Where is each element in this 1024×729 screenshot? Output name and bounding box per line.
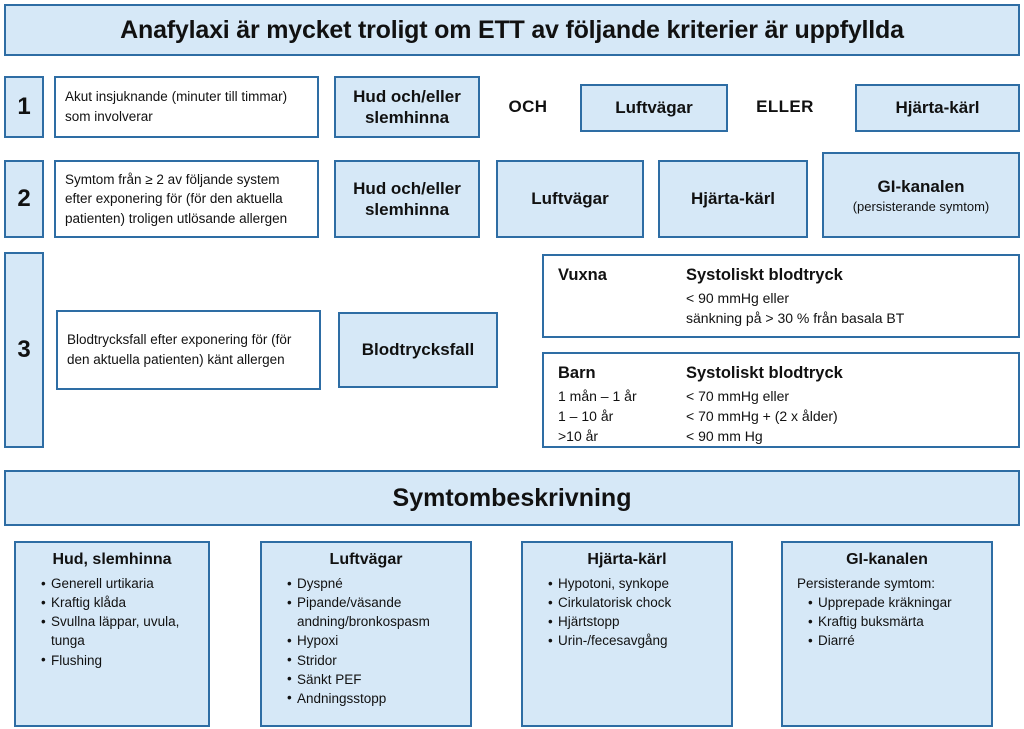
criterion-2-system-cardio-label: Hjärta-kärl — [690, 189, 776, 209]
criterion-2-description-text: Symtom från ≥ 2 av följande system efter… — [65, 171, 288, 226]
list-item: Sänkt PEF — [287, 669, 460, 689]
criterion-1-system-cardio-label: Hjärta-kärl — [895, 98, 980, 118]
blood-pressure-adults-row-1-value: sänkning på > 30 % från basala BT — [686, 310, 905, 327]
symptom-column-gi-list: Upprepade kräkningar Kraftig buksmärta D… — [793, 593, 981, 651]
blood-pressure-children-header-row: Barn Systoliskt blodtryck — [558, 362, 1004, 387]
criterion-2-system-skin: Hud och/eller slemhinna — [334, 160, 480, 238]
symptom-column-gi: GI-kanalen Persisterande symtom: Upprepa… — [781, 541, 993, 727]
criterion-2-system-gi-sublabel: (persisterande symtom) — [852, 198, 990, 214]
blood-pressure-children-row-1-age: 1 – 10 år — [558, 408, 614, 425]
list-item: Hypotoni, synkope — [548, 573, 721, 593]
criterion-2-system-cardio: Hjärta-kärl — [658, 160, 808, 238]
criterion-2-system-airway: Luftvägar — [496, 160, 644, 238]
criterion-3-system-bp-drop-label: Blodtrycksfall — [361, 340, 475, 360]
symptom-section-title: Symtombeskrivning — [392, 483, 632, 512]
criterion-2-number: 2 — [17, 185, 31, 212]
list-item: Cirkulatorisk chock — [548, 593, 721, 612]
criterion-2-system-gi-label: GI-kanalen — [877, 176, 965, 196]
criterion-1-system-skin: Hud och/eller slemhinna — [334, 76, 480, 138]
criterion-3-description-text: Blodtrycksfall efter exponering för (för… — [67, 332, 292, 367]
list-item: Diarré — [808, 631, 981, 650]
blood-pressure-children-row-2-value: < 90 mm Hg — [686, 428, 763, 445]
criterion-2-system-gi: GI-kanalen (persisterande symtom) — [822, 152, 1020, 238]
blood-pressure-children-row: 1 mån – 1 år < 70 mmHg eller — [558, 387, 1004, 407]
main-title-banner: Anafylaxi är mycket troligt om ETT av fö… — [4, 4, 1020, 56]
blood-pressure-adults-row-0-age — [558, 289, 686, 309]
criterion-2-system-skin-label: Hud och/eller slemhinna — [353, 178, 461, 219]
list-item: Kraftig klåda — [41, 593, 198, 612]
blood-pressure-children-group: Barn — [558, 364, 596, 382]
list-item: Generell urtikaria — [41, 573, 198, 593]
symptom-column-cardio-list: Hypotoni, synkope Cirkulatorisk chock Hj… — [533, 573, 721, 651]
blood-pressure-children-row-2-age: >10 år — [558, 428, 599, 445]
blood-pressure-children-row: >10 år < 90 mm Hg — [558, 427, 1004, 447]
criterion-1-system-cardio: Hjärta-kärl — [855, 84, 1020, 132]
list-item: Hjärtstopp — [548, 612, 721, 631]
criterion-1-number-tab: 1 — [4, 76, 44, 138]
list-item: Pipande/väsande andning/bronkospasm — [287, 593, 460, 631]
symptom-column-airway-list: Dyspné Pipande/väsande andning/bronkospa… — [272, 573, 460, 708]
blood-pressure-adults-row: sänkning på > 30 % från basala BT — [558, 309, 1004, 329]
blood-pressure-adults-box: Vuxna Systoliskt blodtryck < 90 mmHg ell… — [542, 254, 1020, 338]
symptom-column-gi-intro: Persisterande symtom: — [797, 576, 936, 591]
criterion-3-number-tab: 3 — [4, 252, 44, 448]
symptom-column-airway: Luftvägar Dyspné Pipande/väsande andning… — [260, 541, 472, 727]
blood-pressure-adults-row-1-age — [558, 309, 686, 329]
criterion-1-description-text: Akut insjuknande (minuter till timmar) s… — [65, 89, 288, 124]
criterion-2-system-airway-label: Luftvägar — [531, 189, 609, 209]
list-item: Kraftig buksmärta — [808, 612, 981, 631]
list-item: Andningsstopp — [287, 688, 460, 708]
criterion-3-system-bp-drop: Blodtrycksfall — [338, 312, 498, 388]
symptom-column-cardio-title: Hjärta-kärl — [587, 551, 667, 568]
blood-pressure-children-row-1-value: < 70 mmHg + (2 x ålder) — [686, 408, 838, 425]
symptom-column-gi-title: GI-kanalen — [846, 551, 928, 568]
criterion-1-connector-and-text: OCH — [508, 97, 548, 116]
blood-pressure-adults-row: < 90 mmHg eller — [558, 289, 1004, 309]
criterion-1-connector-and: OCH — [490, 76, 566, 138]
symptom-column-skin-list: Generell urtikaria Kraftig klåda Svullna… — [26, 573, 198, 670]
list-item: Svullna läppar, uvula, tunga — [41, 612, 198, 650]
list-item: Stridor — [287, 650, 460, 670]
list-item: Urin-/fecesavgång — [548, 631, 721, 650]
symptom-column-cardio: Hjärta-kärl Hypotoni, synkope Cirkulator… — [521, 541, 733, 727]
criterion-3-description: Blodtrycksfall efter exponering för (för… — [56, 310, 321, 390]
blood-pressure-adults-group: Vuxna — [558, 266, 607, 284]
criterion-1-connector-or-text: ELLER — [756, 97, 814, 116]
blood-pressure-children-row-0-age: 1 mån – 1 år — [558, 388, 637, 405]
symptom-section-banner: Symtombeskrivning — [4, 470, 1020, 526]
list-item: Hypoxi — [287, 631, 460, 650]
list-item: Flushing — [41, 650, 198, 670]
criterion-3-number: 3 — [17, 336, 31, 363]
criterion-2-number-tab: 2 — [4, 160, 44, 238]
blood-pressure-adults-row-0-value: < 90 mmHg eller — [686, 290, 790, 307]
criterion-1-description: Akut insjuknande (minuter till timmar) s… — [54, 76, 319, 138]
blood-pressure-children-row-0-value: < 70 mmHg eller — [686, 388, 790, 405]
criterion-1-system-skin-label: Hud och/eller slemhinna — [353, 86, 461, 127]
criterion-1-number: 1 — [17, 93, 31, 120]
criterion-1-system-airway: Luftvägar — [580, 84, 728, 132]
blood-pressure-children-header: Systoliskt blodtryck — [686, 364, 843, 382]
blood-pressure-children-box: Barn Systoliskt blodtryck 1 mån – 1 år <… — [542, 352, 1020, 448]
list-item: Upprepade kräkningar — [808, 593, 981, 612]
blood-pressure-adults-header: Systoliskt blodtryck — [686, 266, 843, 284]
list-item: Dyspné — [287, 573, 460, 593]
symptom-column-skin-title: Hud, slemhinna — [52, 551, 172, 568]
page-title: Anafylaxi är mycket troligt om ETT av fö… — [120, 15, 904, 44]
criterion-1-connector-or: ELLER — [736, 76, 834, 138]
blood-pressure-adults-header-row: Vuxna Systoliskt blodtryck — [558, 264, 1004, 289]
symptom-column-airway-title: Luftvägar — [329, 551, 403, 568]
criterion-2-description: Symtom från ≥ 2 av följande system efter… — [54, 160, 319, 238]
blood-pressure-children-row: 1 – 10 år < 70 mmHg + (2 x ålder) — [558, 407, 1004, 427]
criterion-1-system-airway-label: Luftvägar — [615, 98, 693, 118]
symptom-column-skin: Hud, slemhinna Generell urtikaria Krafti… — [14, 541, 210, 727]
